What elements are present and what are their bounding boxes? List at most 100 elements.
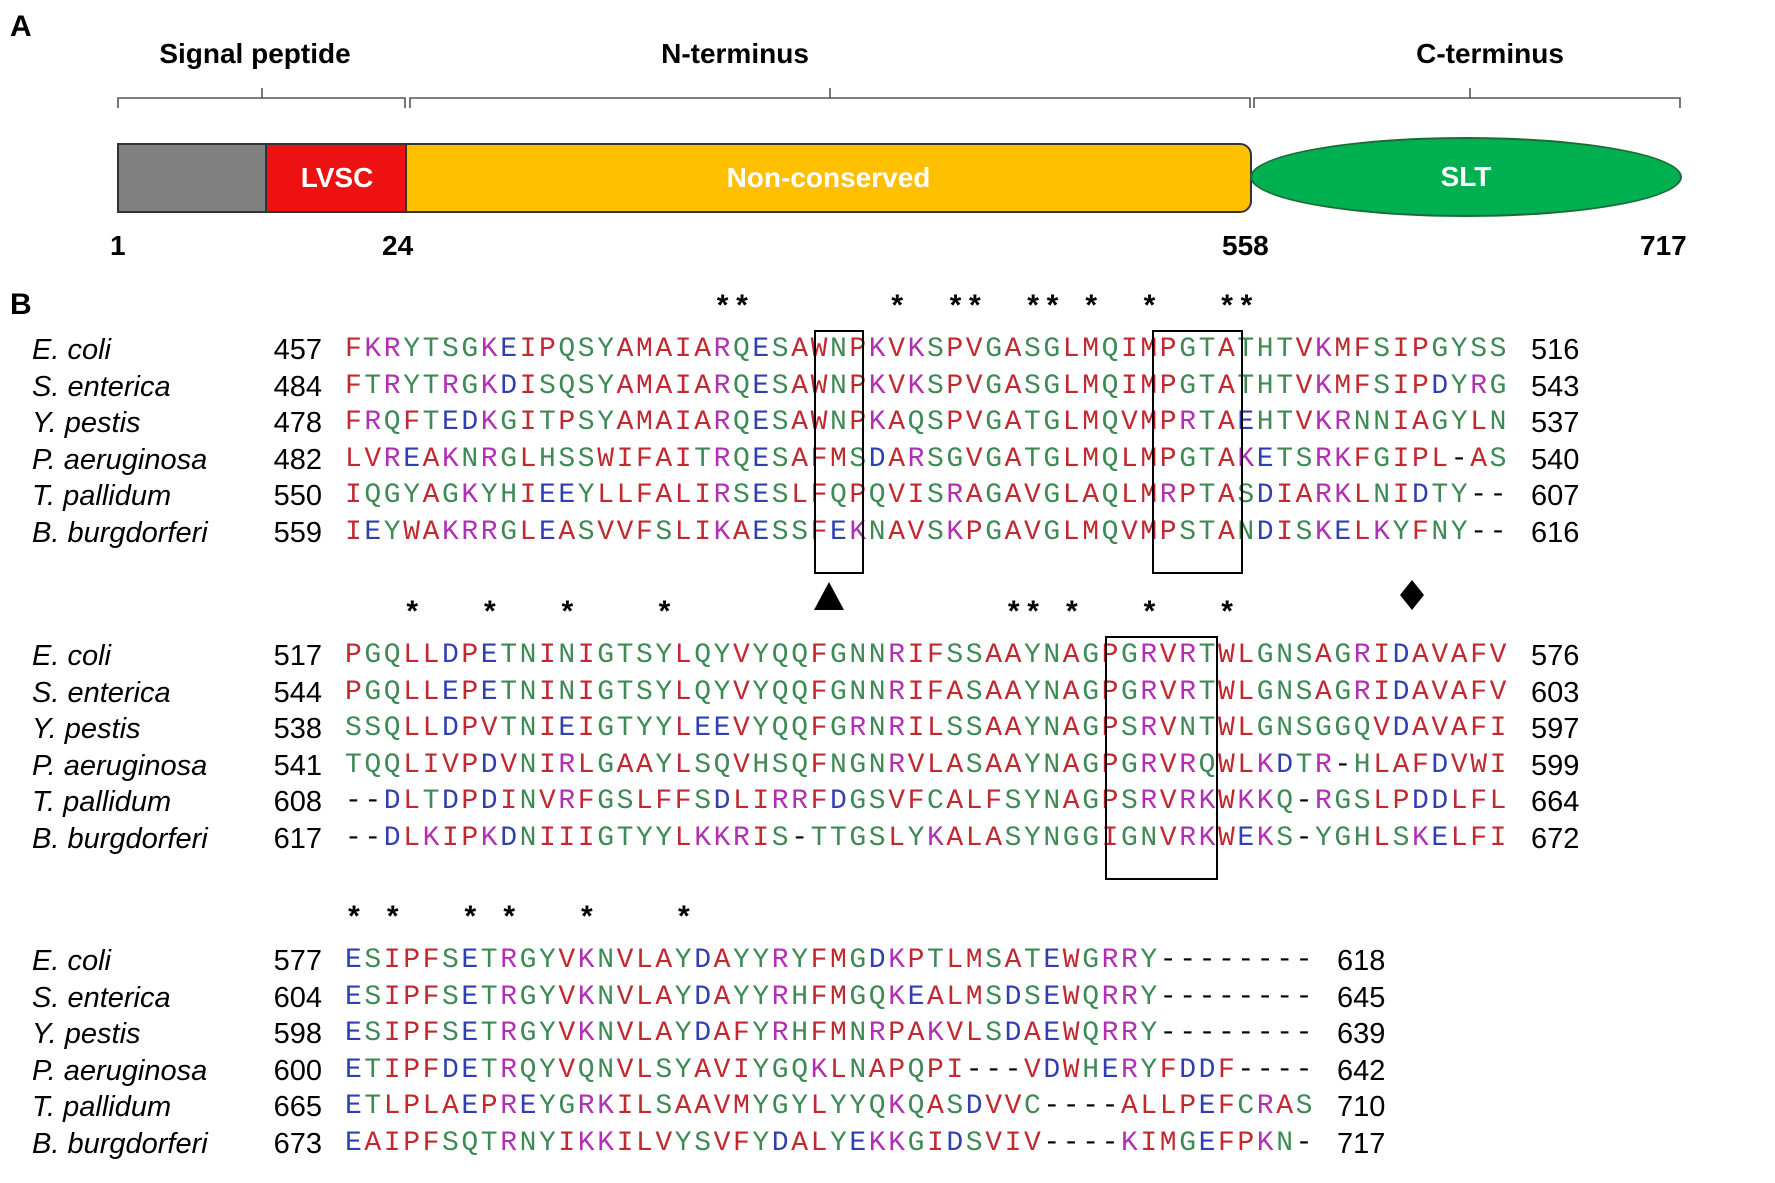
residue: D [461, 407, 479, 438]
residue: Y [752, 1091, 770, 1122]
residue: R [1334, 407, 1352, 438]
end-position: 516 [1531, 334, 1580, 366]
residue: L [1237, 640, 1255, 671]
residue: V [1431, 713, 1449, 744]
start-position: 550 [273, 480, 322, 512]
residue: L [1450, 786, 1468, 817]
residue: A [1218, 407, 1236, 438]
residue: R [1353, 640, 1371, 671]
residue: Q [461, 1127, 479, 1159]
residue: T [480, 1054, 498, 1086]
residue: I [519, 480, 537, 511]
residue: E [752, 480, 770, 511]
residue: Q [1082, 1018, 1100, 1049]
residue: A [1450, 713, 1468, 744]
residue: G [1121, 822, 1139, 854]
residue: N [1276, 640, 1294, 671]
residue: R [1121, 945, 1139, 976]
residue: G [461, 370, 479, 402]
start-position: 598 [273, 1018, 322, 1050]
residue: Y [713, 640, 731, 671]
residue: H [1256, 334, 1274, 365]
residue: A [1218, 443, 1236, 475]
residue: T [500, 640, 518, 671]
residue: N [1043, 713, 1061, 744]
residue: F [1470, 822, 1488, 854]
residue: - [1237, 945, 1255, 976]
residue: A [616, 749, 634, 781]
residue: S [577, 407, 595, 438]
residue: A [946, 822, 964, 854]
residue: R [1179, 640, 1197, 671]
residue: S [771, 443, 789, 475]
residue: L [1121, 443, 1139, 475]
residue: G [558, 1091, 576, 1122]
residue: F [810, 749, 828, 781]
residue: K [1198, 822, 1216, 854]
residue: P [1237, 1127, 1255, 1159]
residue: L [1237, 713, 1255, 744]
residue: Y [1140, 1018, 1158, 1049]
residue: L [636, 786, 654, 817]
residue: S [442, 981, 460, 1013]
residue: N [597, 945, 615, 976]
residue: Y [752, 981, 770, 1013]
residue: R [1140, 786, 1158, 817]
residue: E [558, 713, 576, 744]
residue: S [771, 407, 789, 438]
residue: Y [480, 480, 498, 511]
residue: D [1431, 749, 1449, 781]
motif-box-glmq [1152, 330, 1243, 574]
residue: V [946, 1018, 964, 1049]
residue: I [577, 676, 595, 708]
residue: I [1121, 370, 1139, 402]
residue: G [1082, 640, 1100, 671]
residue: L [1373, 822, 1391, 854]
residue: Q [694, 676, 712, 708]
residue: A [1004, 945, 1022, 976]
residue: K [1315, 334, 1333, 365]
residue: A [655, 945, 673, 976]
residue: S [985, 981, 1003, 1013]
residue: M [965, 945, 983, 976]
residue: N [597, 981, 615, 1013]
residue: P [1179, 1091, 1197, 1122]
slt-domain: SLT [1250, 137, 1682, 217]
residue: E [830, 516, 848, 548]
residue: Y [674, 1054, 692, 1086]
residue: L [1062, 480, 1080, 511]
residue: G [1043, 370, 1061, 402]
residue: A [655, 334, 673, 365]
residue: L [946, 945, 964, 976]
residue: A [655, 407, 673, 438]
residue: I [674, 334, 692, 365]
residue: A [791, 443, 809, 475]
residue: S [1024, 370, 1042, 402]
residue: - [1237, 1054, 1255, 1086]
residue: F [810, 981, 828, 1013]
residue: R [364, 407, 382, 438]
residue: L [927, 713, 945, 744]
conservation-stars: * * * * ** * * * [345, 598, 1238, 632]
species-name: S. enterica [32, 370, 171, 403]
residue: G [597, 676, 615, 708]
residue: I [616, 1091, 634, 1122]
residue: R [1121, 1054, 1139, 1086]
residue: D [694, 945, 712, 976]
residue: S [868, 822, 886, 854]
residue: D [1256, 480, 1274, 511]
residue: D [965, 1091, 983, 1122]
residue: A [655, 480, 673, 511]
residue: V [1159, 676, 1177, 708]
residue: Y [733, 981, 751, 1013]
residue: G [1256, 713, 1274, 744]
residue: - [1043, 1091, 1061, 1122]
residue: L [674, 640, 692, 671]
residue: S [694, 1127, 712, 1159]
residue: C [1024, 1091, 1042, 1122]
residue: S [1004, 822, 1022, 854]
residue: G [849, 786, 867, 817]
residue: M [636, 334, 654, 365]
residue: Y [713, 676, 731, 708]
end-position: 717 [1337, 1127, 1386, 1160]
